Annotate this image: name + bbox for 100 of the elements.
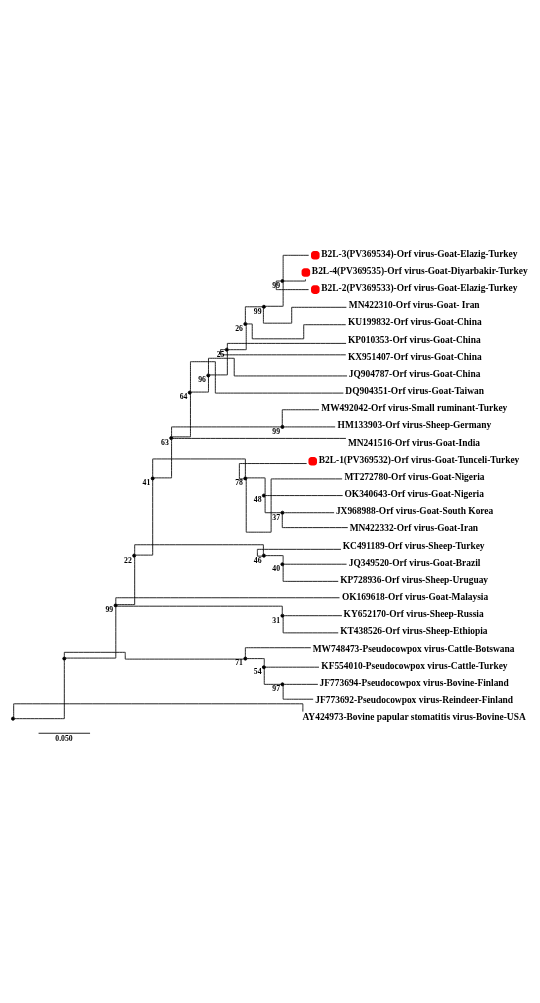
connector (153, 438, 172, 478)
node-text: MN241516-Orf virus-Goat-India (347, 437, 481, 448)
connector (13, 702, 304, 717)
node-text: MW492042-Orf virus-Small ruminant-Turkey (321, 402, 508, 413)
node-text: KU199832-Orf virus-Goat-China (347, 316, 482, 327)
connector (171, 393, 191, 437)
node-label: 99 (253, 306, 262, 316)
connector (265, 494, 344, 496)
node-point (150, 475, 155, 480)
connector (246, 657, 265, 666)
node-point (224, 347, 229, 352)
node-text: MN422310-Orf virus-Goat- Iran (348, 299, 480, 310)
connector (263, 667, 282, 685)
connector (264, 495, 282, 513)
node-label: 97 (272, 683, 281, 693)
node-text: DQ904351-Orf virus-Goat-Taiwan (345, 385, 484, 396)
node-text: KX951407-Orf virus-Goat-China (347, 351, 482, 362)
node-point (280, 278, 285, 283)
connector (265, 554, 284, 563)
node-label: B2L-1(PV369532)-Orf virus-Goat-Tunceli-Turkey (318, 454, 520, 465)
connector (281, 408, 320, 426)
node-text: OK340643-Orf virus-Goat-Nigeria (344, 488, 484, 499)
connector (238, 462, 308, 479)
connector (116, 556, 136, 605)
node-label: 64 (179, 391, 188, 401)
node-label: 99 (105, 604, 114, 614)
node-text: KF554010-Pseudocowpox virus-Cattle-Turkey (321, 660, 508, 671)
node-point (243, 475, 248, 480)
node-text: JF773694-Pseudocowpox virus-Bovine-Finland (319, 677, 509, 688)
node-text: JQ904787-Orf virus-Goat-China (348, 368, 481, 379)
connector (282, 685, 314, 700)
label: 0.050 (55, 733, 73, 743)
connector (171, 426, 282, 437)
connector (283, 511, 335, 513)
connector (265, 666, 320, 668)
node-label: 40 (272, 563, 281, 573)
connector (244, 305, 263, 323)
connector (244, 646, 312, 657)
node-label: 26 (235, 323, 243, 333)
connector (209, 350, 228, 375)
node-text: KP010353-Orf virus-Goat-China (347, 334, 481, 345)
node-point (280, 681, 285, 686)
node-text: KP728936-Orf virus-Sheep-Uruguay (340, 574, 489, 585)
connector (282, 254, 310, 280)
connector (226, 342, 347, 349)
connector (63, 651, 245, 660)
connector (220, 348, 347, 355)
connector (208, 357, 348, 376)
connector (190, 376, 209, 392)
connector (134, 543, 264, 554)
node-point (261, 493, 266, 498)
node-point (206, 372, 211, 377)
node-text: AY424973-Bovine papular stomatitis virus-Bovine-USA (302, 711, 526, 722)
node-point (169, 435, 174, 440)
node-label: 46 (253, 555, 262, 564)
node-text: MW748473-Pseudocowpox virus-Cattle-Botswana (312, 643, 515, 654)
node-point (113, 602, 118, 607)
connector (265, 281, 284, 307)
node-point (261, 553, 266, 558)
connector (283, 683, 319, 685)
node-point (243, 656, 248, 661)
connector (262, 306, 347, 324)
node-point (187, 390, 192, 395)
node-label: B2L-4(PV369535)-Orf virus-Goat-Diyarbakir-Turkey (311, 265, 528, 276)
node-text: JQ349520-Orf virus-Goat-Brazil (348, 557, 481, 568)
node-point (261, 664, 266, 669)
connector (256, 548, 342, 557)
node-label: 48 (253, 494, 262, 504)
node-point (280, 561, 285, 566)
node-text: HM133903-Orf virus-Sheep-Germany (337, 419, 492, 430)
connector (190, 360, 344, 394)
connector (115, 596, 340, 604)
connector (282, 564, 339, 582)
node-point (243, 321, 248, 326)
node-point (280, 510, 285, 515)
connector (281, 513, 349, 528)
node-point (132, 553, 137, 558)
connector (116, 605, 283, 614)
node-label: 25 (216, 349, 225, 359)
node-label: 37 (272, 512, 281, 522)
connector (172, 437, 347, 439)
node-label: 22 (124, 555, 132, 564)
node-text: KT438526-Orf virus-Sheep-Ethiopia (340, 625, 488, 636)
node-label: 71 (235, 657, 243, 667)
node-point (280, 424, 285, 429)
node-point (280, 613, 285, 618)
connector (14, 659, 65, 719)
node-text: MN422332-Orf virus-Goat-Iran (349, 522, 479, 533)
node-label: 31 (272, 615, 281, 625)
node-point (62, 656, 67, 661)
connector (283, 278, 306, 281)
node-point (261, 304, 266, 309)
node-text: KY652170-Orf virus-Sheep-Russia (343, 608, 484, 619)
connector (283, 614, 343, 616)
connector (152, 458, 246, 477)
node-label: 78 (235, 477, 243, 487)
node-label: 63 (161, 437, 169, 447)
connector (283, 563, 347, 565)
node-label: B2L-2(PV369533)-Orf virus-Goat-Elazig-Turkey (321, 282, 518, 293)
connector (228, 324, 247, 350)
